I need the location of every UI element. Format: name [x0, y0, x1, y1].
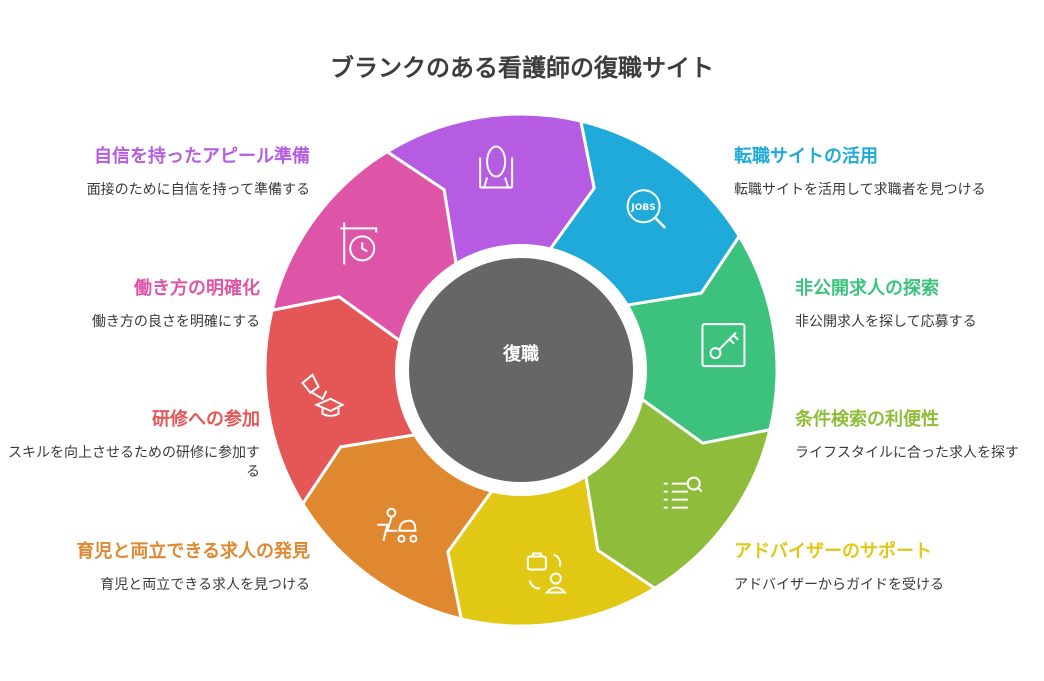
graduation-cap-icon	[301, 373, 345, 417]
clock-sign-icon	[340, 222, 378, 265]
label-title: 育児と両立できる求人の発見	[76, 541, 310, 562]
label-description: 非公開求人を探して応募する	[795, 314, 977, 330]
label-title: アドバイザーのサポート	[734, 541, 932, 562]
label-title: 働き方の明確化	[134, 278, 260, 299]
stroller-person-icon	[377, 507, 418, 543]
label-title: 転職サイトの活用	[734, 146, 878, 167]
label-training: 研修への参加スキルを向上させるための研修に参加する	[0, 408, 260, 482]
label-description: 面接のために自信を持って準備する	[86, 182, 310, 198]
mirror-icon	[479, 145, 514, 189]
label-appeal: 自信を持ったアピール準備面接のために自信を持って準備する	[50, 145, 310, 200]
label-conditions: 条件検索の利便性ライフスタイルに合った求人を探す	[795, 408, 1044, 463]
label-description: スキルを向上させるための研修に参加する	[8, 445, 260, 480]
label-description: ライフスタイルに合った求人を探す	[795, 445, 1019, 461]
svg-text:JOBS: JOBS	[630, 203, 655, 213]
label-title: 研修への参加	[152, 409, 260, 430]
center-disc	[409, 258, 633, 482]
label-title: 非公開求人の探索	[795, 278, 939, 299]
briefcase-person-icon	[526, 552, 568, 594]
label-childcare: 育児と両立できる求人の発見育児と両立できる求人を見つける	[50, 540, 310, 595]
center-label: 復職	[503, 344, 539, 365]
key-icon	[701, 323, 746, 368]
label-private-jobs: 非公開求人の探索非公開求人を探して応募する	[795, 277, 1044, 332]
label-title: 自信を持ったアピール準備	[94, 146, 310, 167]
label-description: 転職サイトを活用して求職者を見つける	[734, 182, 986, 198]
label-description: 働き方の良さを明確にする	[91, 314, 260, 330]
label-job-site: 転職サイトの活用転職サイトを活用して求職者を見つける	[734, 145, 994, 200]
page-title: ブランクのある看護師の復職サイト	[330, 54, 714, 82]
label-description: 育児と両立できる求人を見つける	[100, 577, 310, 593]
label-description: アドバイザーからガイドを受ける	[734, 577, 944, 593]
jobs-search-icon: JOBS	[626, 189, 666, 229]
label-advisor: アドバイザーのサポートアドバイザーからガイドを受ける	[734, 540, 994, 595]
label-title: 条件検索の利便性	[795, 409, 939, 430]
filter-list-icon	[663, 476, 703, 509]
label-work-style: 働き方の明確化働き方の良さを明確にする	[0, 277, 260, 332]
